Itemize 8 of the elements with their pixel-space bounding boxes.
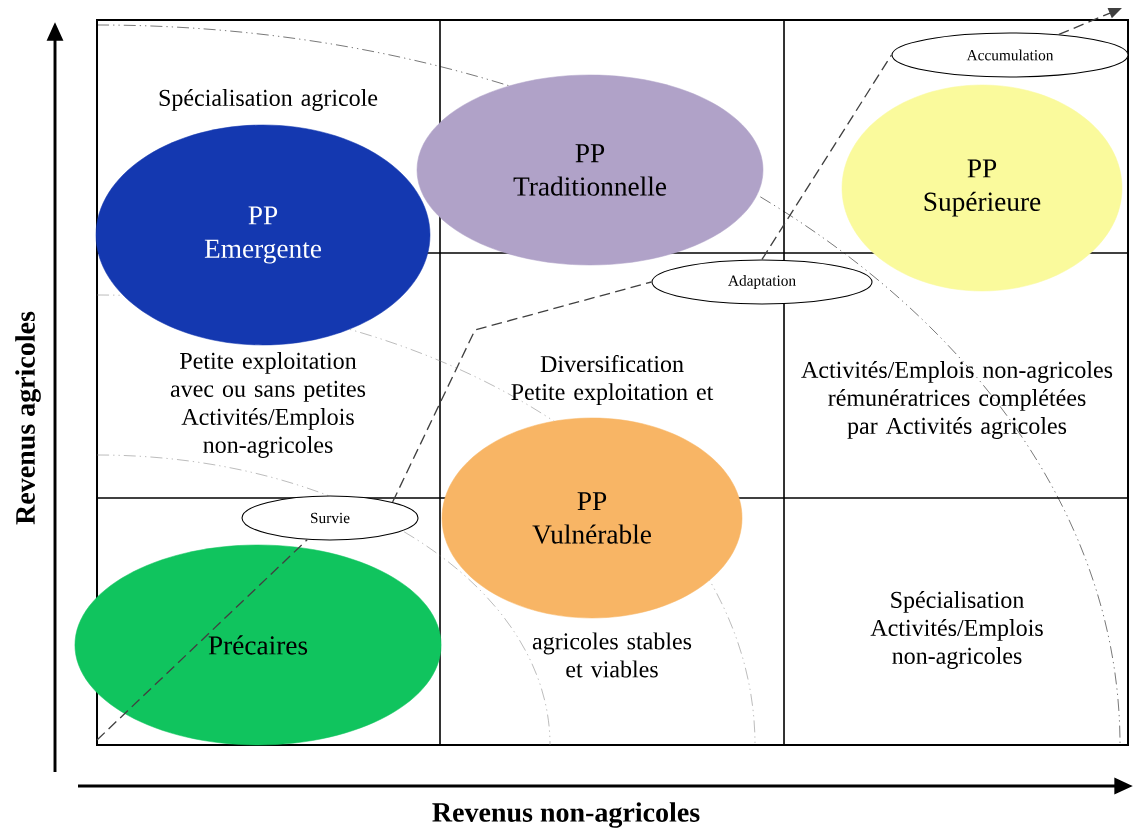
axis-label: Revenus agricoles [15,311,41,525]
cell-text: Spécialisation Activités/Emplois non-agricoles [870,591,1043,669]
node-label: Accumulation [966,49,1054,61]
cell-text: Petite exploitation avec ou sans petites Activités/Emplois non-agricoles [170,352,366,458]
cell-text: Activités/Emplois non-agricoles rémunératrices complétées par Activités agricoles [801,361,1113,439]
axis-label: Revenus non-agricoles [432,802,700,828]
cell-text: Spécialisation agricole [159,89,378,111]
cell-text: Diversification Petite exploitation et [511,355,714,405]
